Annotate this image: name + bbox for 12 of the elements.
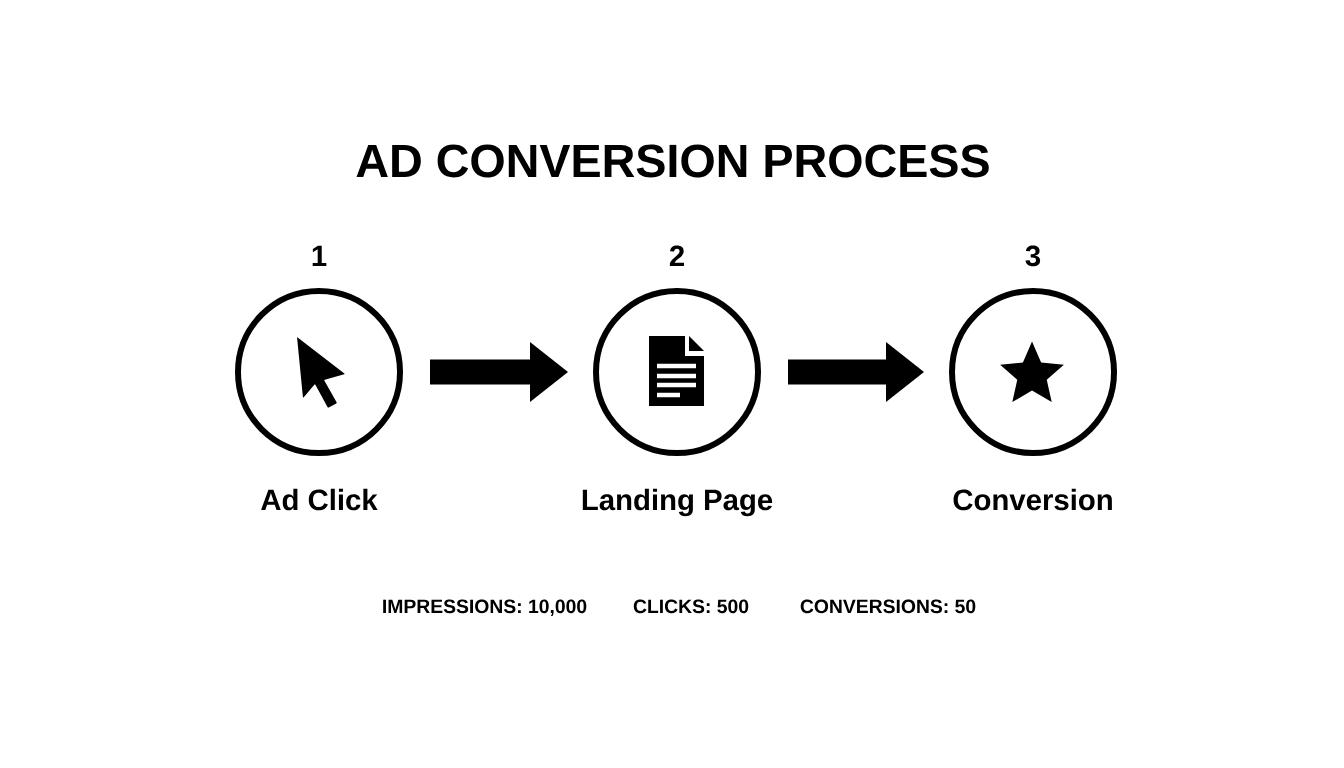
step-label: Landing Page <box>582 488 773 517</box>
metric-label: CONVERSIONS: 50 <box>800 599 976 614</box>
block-arrow <box>430 342 568 402</box>
step-number: 1 <box>312 245 327 266</box>
metric-label: CLICKS: 500 <box>633 599 749 614</box>
block-arrow <box>788 342 924 402</box>
step-label: Conversion <box>953 488 1112 511</box>
metric-label: IMPRESSIONS: 10,000 <box>383 599 587 616</box>
step-label: Ad Click <box>261 488 378 511</box>
title: AD CONVERSION PROCESS <box>356 144 989 178</box>
step-number: 2 <box>669 245 684 266</box>
step-number: 3 <box>1025 245 1041 267</box>
